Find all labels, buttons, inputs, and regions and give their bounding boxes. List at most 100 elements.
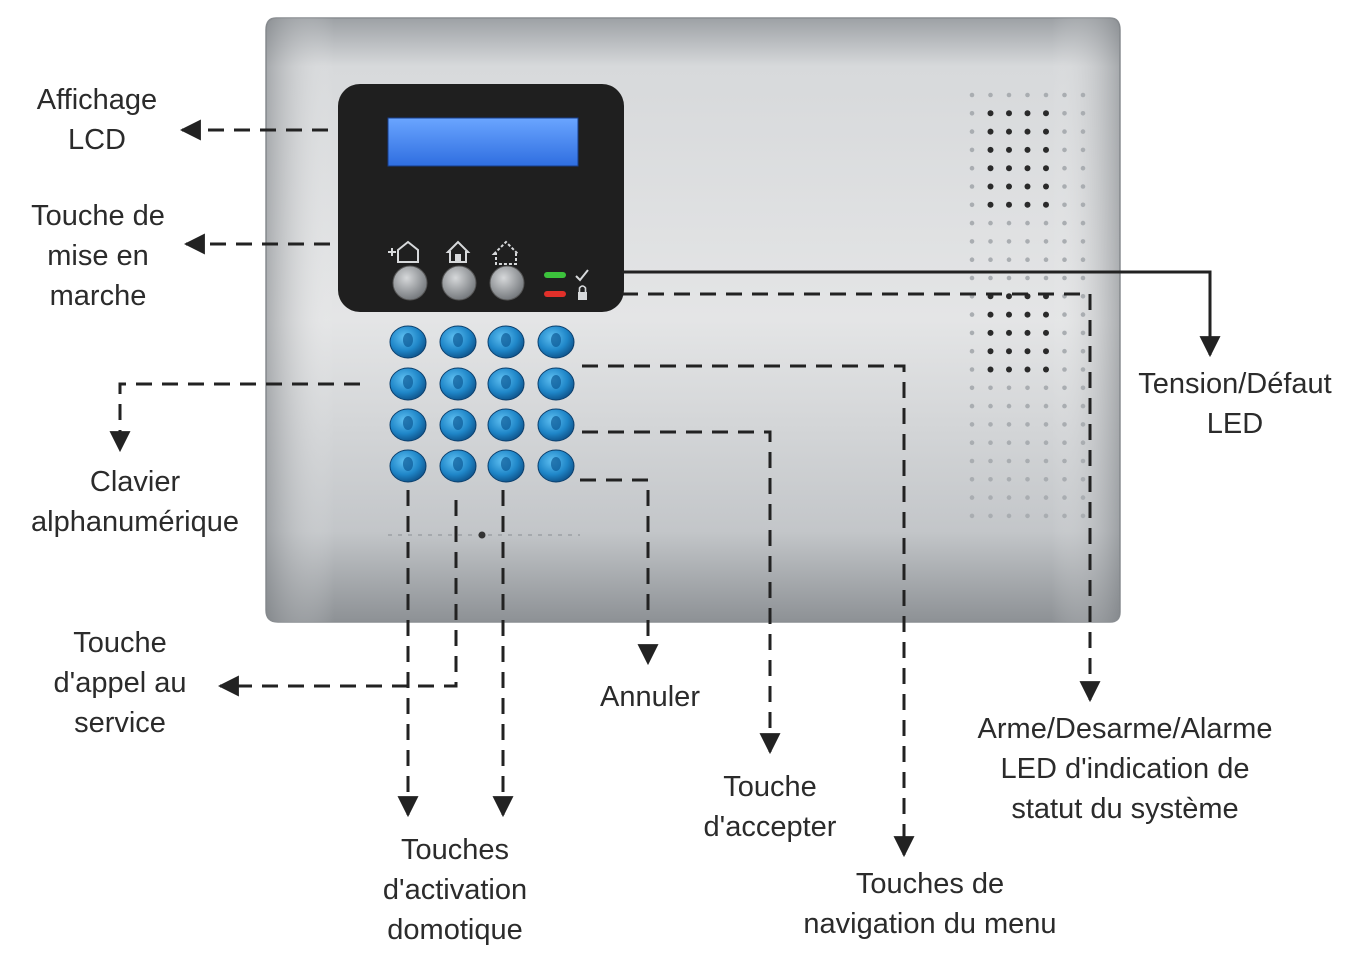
speaker-hole bbox=[1080, 147, 1086, 153]
connector-call-key bbox=[217, 500, 458, 697]
speaker-hole bbox=[1080, 458, 1086, 464]
speaker-hole bbox=[1025, 477, 1030, 482]
speaker-hole bbox=[1006, 348, 1012, 355]
speaker-hole bbox=[1025, 257, 1030, 263]
alphanumeric-keypad bbox=[389, 325, 575, 483]
keypad-key[interactable] bbox=[389, 367, 427, 401]
speaker-hole bbox=[1062, 440, 1067, 446]
keypad-key[interactable] bbox=[439, 325, 477, 359]
status-leds bbox=[544, 269, 589, 300]
speaker-hole bbox=[1062, 220, 1067, 226]
speaker-hole bbox=[1080, 165, 1086, 171]
keypad-key[interactable] bbox=[389, 449, 427, 483]
speaker-hole bbox=[1024, 183, 1031, 190]
speaker-hole bbox=[988, 458, 993, 464]
speaker-hole bbox=[1080, 220, 1086, 226]
callout-call-key: Touche d'appel au service bbox=[20, 623, 220, 743]
callout-call-key-line-3: service bbox=[74, 707, 166, 739]
callout-power-led-line-1: Tension/Défaut bbox=[1138, 368, 1332, 400]
speaker-hole bbox=[1025, 239, 1030, 244]
keypad-key[interactable] bbox=[537, 408, 575, 442]
callout-power-led: Tension/Défaut LED bbox=[1108, 364, 1362, 444]
keypad-key[interactable] bbox=[389, 325, 427, 359]
speaker-hole bbox=[1006, 220, 1012, 226]
speaker-hole bbox=[988, 239, 993, 244]
speaker-hole bbox=[987, 311, 994, 318]
speaker-hole bbox=[1062, 257, 1067, 263]
callout-menu-nav-line-1: Touches de bbox=[855, 868, 1005, 900]
keypad-key[interactable] bbox=[439, 367, 477, 401]
speaker-hole bbox=[969, 257, 975, 263]
callout-domotic-line-1: Touches bbox=[400, 834, 509, 866]
speaker-hole bbox=[1006, 477, 1012, 482]
speaker-hole bbox=[1025, 458, 1030, 464]
keypad-key[interactable] bbox=[487, 325, 525, 359]
mode-key-1[interactable] bbox=[392, 265, 428, 301]
speaker-hole bbox=[1024, 146, 1031, 153]
speaker-hole bbox=[1006, 239, 1012, 244]
speaker-hole bbox=[1043, 92, 1049, 98]
speaker-hole bbox=[1043, 422, 1049, 427]
speaker-hole bbox=[1062, 367, 1067, 372]
keypad-key[interactable] bbox=[487, 408, 525, 442]
speaker-hole bbox=[1006, 513, 1012, 519]
callout-domotic-keys: Touches d'activation domotique bbox=[340, 830, 570, 950]
speaker-hole bbox=[1043, 385, 1049, 391]
speaker-hole bbox=[1062, 129, 1067, 134]
callout-accept-line-2: d'accepter bbox=[703, 811, 837, 843]
speaker-hole bbox=[988, 275, 993, 281]
speaker-hole bbox=[1043, 165, 1049, 172]
keypad-key[interactable] bbox=[537, 325, 575, 359]
speaker-hole bbox=[988, 403, 993, 409]
speaker-hole bbox=[1062, 513, 1067, 519]
speaker-hole bbox=[1080, 422, 1086, 427]
speaker-hole bbox=[1043, 440, 1049, 446]
speaker-hole bbox=[1043, 201, 1049, 208]
speaker-hole bbox=[1043, 311, 1049, 318]
speaker-hole bbox=[1062, 495, 1067, 500]
speaker-hole bbox=[1062, 422, 1067, 427]
speaker-hole bbox=[1006, 311, 1012, 318]
speaker-hole bbox=[1080, 477, 1086, 482]
keypad-key[interactable] bbox=[537, 449, 575, 483]
speaker-hole bbox=[1024, 311, 1031, 318]
callout-lcd-display: Affichage LCD bbox=[12, 80, 182, 160]
speaker-hole bbox=[1006, 165, 1012, 172]
mode-key-3[interactable] bbox=[489, 265, 525, 301]
keypad-key[interactable] bbox=[487, 367, 525, 401]
speaker-hole bbox=[987, 201, 994, 208]
keypad-key[interactable] bbox=[537, 367, 575, 401]
callout-keypad: Clavier alphanumérique bbox=[0, 462, 270, 542]
callout-accept-key: Touche d'accepter bbox=[680, 767, 860, 847]
speaker-hole bbox=[987, 348, 994, 355]
speaker-hole bbox=[1024, 366, 1031, 373]
speaker-hole bbox=[1006, 440, 1012, 446]
speaker-hole bbox=[1006, 422, 1012, 427]
lock-icon bbox=[578, 285, 587, 300]
speaker-hole bbox=[1043, 146, 1049, 153]
speaker-hole bbox=[1062, 275, 1067, 281]
house-icon bbox=[445, 240, 471, 263]
speaker-hole bbox=[1062, 403, 1067, 409]
speaker-hole bbox=[1080, 257, 1086, 263]
speaker-hole bbox=[1080, 440, 1086, 446]
microphone-strip bbox=[388, 531, 580, 539]
keypad-key[interactable] bbox=[389, 408, 427, 442]
speaker-hole bbox=[1006, 110, 1012, 117]
speaker-hole bbox=[1006, 495, 1012, 500]
speaker-grille bbox=[969, 92, 1086, 519]
speaker-hole bbox=[969, 129, 975, 134]
speaker-hole bbox=[988, 495, 993, 500]
speaker-hole bbox=[969, 330, 975, 336]
mode-key-2[interactable] bbox=[441, 265, 477, 301]
speaker-hole bbox=[1025, 440, 1030, 446]
callout-domotic-line-3: domotique bbox=[387, 914, 523, 946]
speaker-hole bbox=[988, 92, 993, 98]
keypad-key[interactable] bbox=[439, 449, 477, 483]
keypad-key[interactable] bbox=[487, 449, 525, 483]
speaker-hole bbox=[1006, 366, 1012, 373]
keypad-key[interactable] bbox=[439, 408, 477, 442]
speaker-hole bbox=[1043, 477, 1049, 482]
mode-key-icons bbox=[388, 240, 521, 265]
speaker-hole bbox=[969, 348, 975, 354]
